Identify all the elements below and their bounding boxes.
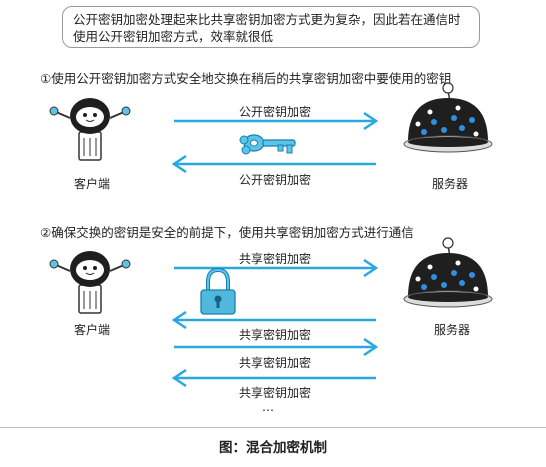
caption-divider bbox=[0, 427, 546, 428]
client-robot-2 bbox=[49, 250, 131, 314]
arrow-label-2b: 共享密钥加密 bbox=[238, 328, 312, 342]
arrow-label-2d: 共享密钥加密 bbox=[238, 386, 312, 400]
client-robot-1 bbox=[49, 97, 131, 161]
server-label-2: 服务器 bbox=[433, 323, 471, 337]
arrow-label-bottom-1: 公开密钥加密 bbox=[238, 173, 312, 187]
client-label-1: 客户端 bbox=[73, 177, 111, 191]
key-icon bbox=[239, 134, 296, 155]
client-label-2: 客户端 bbox=[73, 323, 111, 337]
section2-title: ②确保交换的密钥是安全的前提下，使用共享密钥加密方式进行通信 bbox=[40, 225, 414, 240]
server-robot-1 bbox=[403, 82, 493, 153]
server-robot-2 bbox=[403, 237, 493, 308]
lock-icon bbox=[200, 267, 236, 315]
ellipsis: … bbox=[262, 400, 274, 414]
section1-title: ①使用公开密钥加密方式安全地交换在稍后的共享密钥加密中要使用的密钥 bbox=[40, 71, 452, 86]
figure-caption: 图：混合加密机制 bbox=[219, 440, 327, 456]
arrow-label-2a: 共享密钥加密 bbox=[238, 252, 312, 266]
arrow-label-top-1: 公开密钥加密 bbox=[238, 105, 312, 119]
arrow-label-2c: 共享密钥加密 bbox=[238, 356, 312, 370]
server-label-1: 服务器 bbox=[431, 177, 469, 191]
note-box: 公开密钥加密处理起来比共享密钥加密方式更为复杂，因此若在通信时使用公开密钥加密方… bbox=[62, 6, 480, 48]
